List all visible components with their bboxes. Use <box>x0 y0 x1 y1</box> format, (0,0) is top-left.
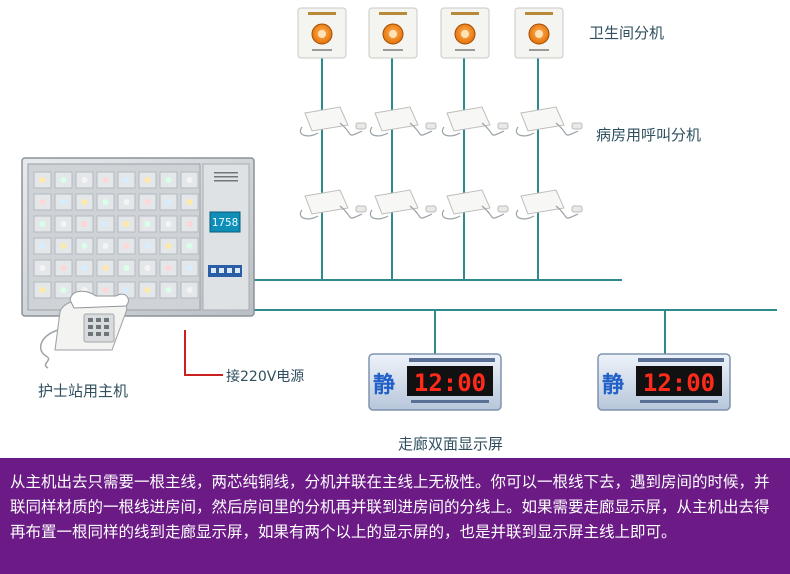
indicator-light <box>39 243 46 249</box>
indicator-light <box>144 221 151 227</box>
indicator-light <box>60 265 67 271</box>
indicator-light <box>144 287 151 293</box>
system-diagram: 1758 静 12:00 静 12:00 <box>21 7 777 411</box>
ward-call-unit <box>299 106 367 137</box>
indicator-light <box>81 221 88 227</box>
ward-call-unit <box>299 189 367 220</box>
label-power: 接220V电源 <box>226 369 305 385</box>
quiet-char: 静 <box>602 372 624 398</box>
bathroom-unit <box>514 7 564 59</box>
indicator-light <box>102 243 109 249</box>
telephone <box>39 290 129 369</box>
indicator-light <box>102 177 109 183</box>
indicator-light <box>186 287 193 293</box>
label-bathroom-unit: 卫生间分机 <box>589 24 665 42</box>
indicator-light <box>102 265 109 271</box>
indicator-light <box>144 265 151 271</box>
indicator-light <box>81 199 88 205</box>
indicator-light <box>102 221 109 227</box>
nurse-station-host: 1758 <box>21 157 255 317</box>
description-text: 从主机出去只需要一根主线，两芯纯铜线，分机并联在主线上无极性。你可以一根线下去，… <box>10 473 770 541</box>
quiet-char: 静 <box>373 372 395 398</box>
indicator-light <box>60 199 67 205</box>
indicator-light <box>165 221 172 227</box>
label-corridor-display: 走廊双面显示屏 <box>398 435 504 453</box>
indicator-light <box>60 221 67 227</box>
indicator-light <box>165 265 172 271</box>
indicator-light <box>165 243 172 249</box>
power-wire <box>184 330 223 376</box>
indicator-light <box>144 177 151 183</box>
label-ward-unit: 病房用呼叫分机 <box>596 126 702 144</box>
ward-call-unit <box>441 106 509 137</box>
ward-call-unit <box>515 189 583 220</box>
indicator-light <box>102 287 109 293</box>
indicator-light <box>165 177 172 183</box>
indicator-light <box>123 221 130 227</box>
indicator-light <box>81 243 88 249</box>
indicator-light <box>186 243 193 249</box>
indicator-light <box>81 177 88 183</box>
indicator-light <box>39 265 46 271</box>
indicator-light <box>60 243 67 249</box>
indicator-light <box>39 177 46 183</box>
host-screen <box>209 211 241 233</box>
clock-digits: 12:00 <box>414 369 486 397</box>
indicator-light <box>60 177 67 183</box>
label-host: 护士站用主机 <box>38 382 129 400</box>
indicator-light <box>165 287 172 293</box>
indicator-light <box>123 287 130 293</box>
indicator-light <box>186 199 193 205</box>
clock-digits: 12:00 <box>643 369 715 397</box>
indicator-light <box>165 199 172 205</box>
indicator-light <box>144 199 151 205</box>
indicator-lights <box>33 171 199 299</box>
indicator-light <box>39 287 46 293</box>
ward-call-unit <box>369 106 437 137</box>
description-band: 从主机出去只需要一根主线，两芯纯铜线，分机并联在主线上无极性。你可以一根线下去，… <box>0 458 790 574</box>
grille <box>214 172 238 182</box>
bathroom-unit <box>440 7 490 59</box>
wiring <box>252 55 777 358</box>
ward-call-unit <box>515 106 583 137</box>
ward-call-unit <box>369 189 437 220</box>
corridor-display: 静 12:00 <box>368 353 502 411</box>
host-screen-digits: 1758 <box>212 216 239 229</box>
bathroom-unit <box>368 7 418 59</box>
indicator-light <box>186 221 193 227</box>
indicator-light <box>123 177 130 183</box>
corridor-display: 静 12:00 <box>597 353 731 411</box>
indicator-light <box>186 177 193 183</box>
indicator-light <box>81 265 88 271</box>
indicator-light <box>39 221 46 227</box>
indicator-light <box>123 265 130 271</box>
indicator-light <box>39 199 46 205</box>
indicator-light <box>123 199 130 205</box>
indicator-light <box>186 265 193 271</box>
indicator-light <box>144 243 151 249</box>
bathroom-unit <box>297 7 347 59</box>
ward-call-unit <box>441 189 509 220</box>
indicator-light <box>123 243 130 249</box>
indicator-light <box>102 199 109 205</box>
host-keypad <box>208 265 242 277</box>
indicator-light <box>60 287 67 293</box>
